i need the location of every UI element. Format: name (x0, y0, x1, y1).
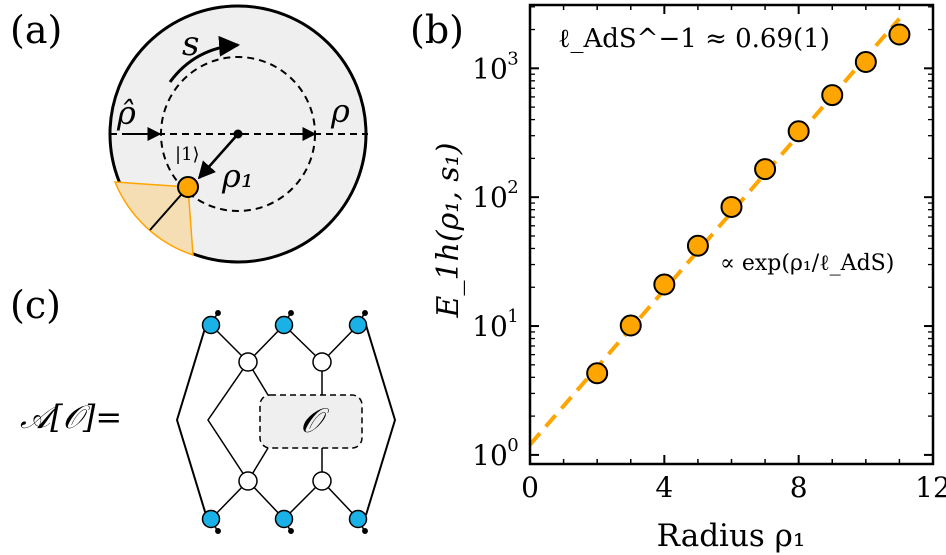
data-point (686, 234, 709, 257)
wedge-region (113, 181, 194, 257)
right-bracket (365, 324, 397, 516)
rho1-label: ρ₁ (221, 157, 254, 195)
left-bracket (175, 324, 207, 516)
bottom-tensor-1 (201, 509, 221, 529)
plot-frame (528, 3, 935, 466)
s-label: s (182, 24, 199, 64)
virtual-tensors (238, 352, 332, 491)
data-point (653, 273, 676, 296)
y-tick-exponent: 1 (507, 306, 518, 327)
ket-label: |1⟩ (175, 144, 200, 165)
data-point (787, 120, 810, 143)
data-point (854, 50, 877, 73)
top-tensor-3 (348, 315, 368, 335)
y-tick-label: 10 (472, 52, 508, 85)
s-arc-arrow (168, 35, 241, 83)
physical-tensors (201, 315, 368, 529)
panel-c-label: (c) (10, 283, 61, 327)
inverse-ads-annotation: ℓ_AdS^−1 ≈ 0.69(1) (558, 24, 830, 54)
y-tick-exponent: 0 (507, 435, 518, 456)
y-tick-label: 10 (472, 181, 508, 214)
y-tick-exponent: 2 (507, 177, 518, 198)
data-point (754, 158, 777, 181)
y-tick-label: 10 (472, 439, 508, 472)
bottom-tensor-2 (274, 509, 294, 529)
virtual-tensor-3 (238, 471, 258, 491)
rho-label: ρ (330, 92, 350, 130)
rho1-arrow (197, 133, 239, 180)
data-point (821, 84, 844, 107)
data-point (586, 362, 609, 385)
y-tick-exponent: 3 (507, 48, 518, 69)
operator-box (259, 394, 363, 449)
fit-annotation: ∝ exp(ρ₁/ℓ_AdS) (720, 251, 894, 276)
panel-a: (a) s ρ̂ ρ |1⟩ ρ₁ (10, 4, 368, 264)
x-tick-label: 4 (655, 471, 673, 504)
y-tick-label: 10 (472, 310, 508, 343)
bottom-tensor-3 (348, 509, 368, 529)
virtual-tensor-2 (312, 352, 332, 372)
excitation-point (177, 176, 199, 198)
data-point (720, 195, 743, 218)
data-point (888, 23, 911, 46)
x-tick-label: 12 (915, 471, 946, 504)
top-tensor-2 (274, 315, 294, 335)
top-tensor-1 (201, 315, 221, 335)
x-tick-label: 0 (521, 471, 539, 504)
virtual-tensor-4 (312, 471, 332, 491)
x-tick-label: 8 (790, 471, 808, 504)
rho-hat-label: ρ̂ (116, 94, 136, 132)
virtual-tensor-1 (238, 352, 258, 372)
data-point (619, 314, 642, 337)
mps-lhs-label: 𝒜[𝒪]= (20, 398, 122, 436)
y-axis-label: E_1h(ρ₁, s₁) (431, 143, 466, 319)
fit-line (528, 17, 901, 447)
panel-b-label: (b) (410, 8, 464, 52)
x-axis-label: Radius ρ₁ (657, 518, 806, 554)
panel-a-label: (a) (10, 8, 62, 52)
panel-c: (c) 𝒜[𝒪]= (10, 283, 397, 534)
